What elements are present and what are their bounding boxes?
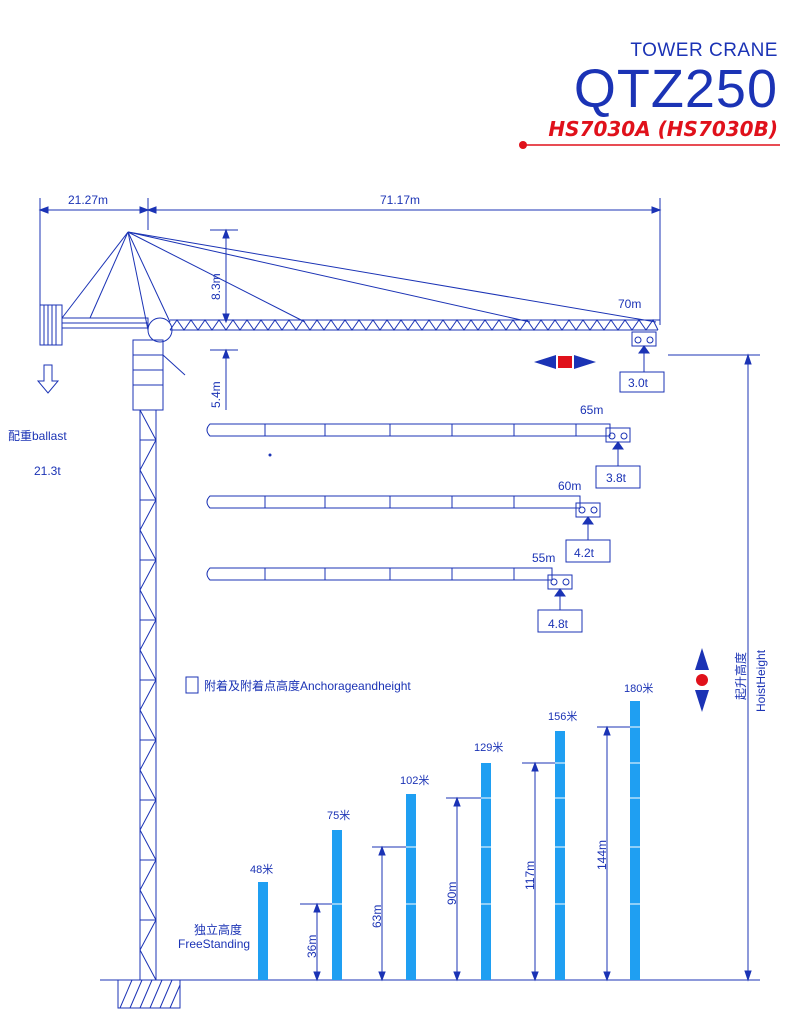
head-dimensions [210, 228, 238, 410]
mast-height-102: 102米 [400, 774, 429, 787]
mast-bar-48 [258, 882, 268, 980]
subtitle: TOWER CRANE [630, 40, 778, 61]
anchor-line-144 [597, 725, 640, 982]
jib-length-55: 55m [532, 551, 555, 565]
mast-height-75: 75米 [327, 809, 350, 822]
freestanding-en: FreeStanding [178, 937, 250, 951]
hoist-arrow-icon [695, 648, 709, 712]
variant-title: HS7030A (HS7030B) [548, 117, 778, 141]
mast-height-129: 129米 [474, 741, 503, 754]
ballast-weight: 21.3t [34, 464, 61, 478]
anchor-63: 63m [370, 905, 384, 928]
mast-height-48: 48米 [250, 863, 273, 876]
ballast-arrow-icon [36, 364, 60, 394]
top-dimensions [38, 198, 662, 325]
jib-length-70: 70m [618, 297, 641, 311]
mast-bar-180 [630, 701, 640, 980]
marker-dot [268, 453, 272, 457]
mast-bar-75 [332, 830, 342, 980]
anchor-90: 90m [445, 882, 459, 905]
mast-bars: 48米 75米 36m 102米 63m [250, 682, 653, 982]
anchor-36: 36m [305, 935, 319, 958]
jib-length-60: 60m [558, 479, 581, 493]
jib-load-70: 3.0t [628, 376, 649, 390]
mast-height-180: 180米 [624, 682, 653, 695]
ballast-label: 配重ballast [8, 429, 67, 443]
mast-bar-102 [406, 794, 416, 980]
anchor-line-90 [446, 796, 491, 982]
mast-bar-129 [481, 763, 491, 980]
legend-swatch [185, 676, 199, 694]
head-height-dim: 8.3m [209, 273, 223, 300]
anchor-117: 117m [523, 861, 537, 890]
hoist-height-dim [668, 353, 760, 982]
jib-depth-dim: 5.4m [209, 381, 223, 408]
anchor-line-117 [522, 761, 565, 982]
legend-anchorage: 附着及附着点高度Anchorageandheight [204, 678, 411, 693]
tower-mast [100, 409, 760, 1009]
jib-load-65: 3.8t [606, 471, 627, 485]
freestanding-cn: 独立高度 [194, 922, 242, 937]
hoist-height-en: HoistHeight [754, 649, 768, 712]
header-dot [519, 141, 527, 149]
jib-60 [206, 495, 611, 563]
mast-height-156: 156米 [548, 710, 577, 723]
model-title: QTZ250 [573, 59, 778, 119]
jib-dim: 71.17m [380, 193, 420, 207]
hoist-height-cn: 起升高度 [733, 652, 748, 700]
anchor-line-36 [300, 902, 342, 982]
counter-jib-dim: 21.27m [68, 193, 108, 207]
jib-55 [206, 567, 583, 633]
anchor-144: 144m [595, 840, 609, 870]
crane-head [39, 231, 657, 411]
anchor-line-63 [372, 845, 416, 982]
main-jib [169, 319, 665, 393]
mast-bar-156 [555, 731, 565, 980]
jib-load-55: 4.8t [548, 617, 569, 631]
jib-load-60: 4.2t [574, 546, 595, 560]
jib-65 [206, 423, 641, 489]
jib-length-65: 65m [580, 403, 603, 417]
trolley-arrow-icon [534, 355, 596, 369]
